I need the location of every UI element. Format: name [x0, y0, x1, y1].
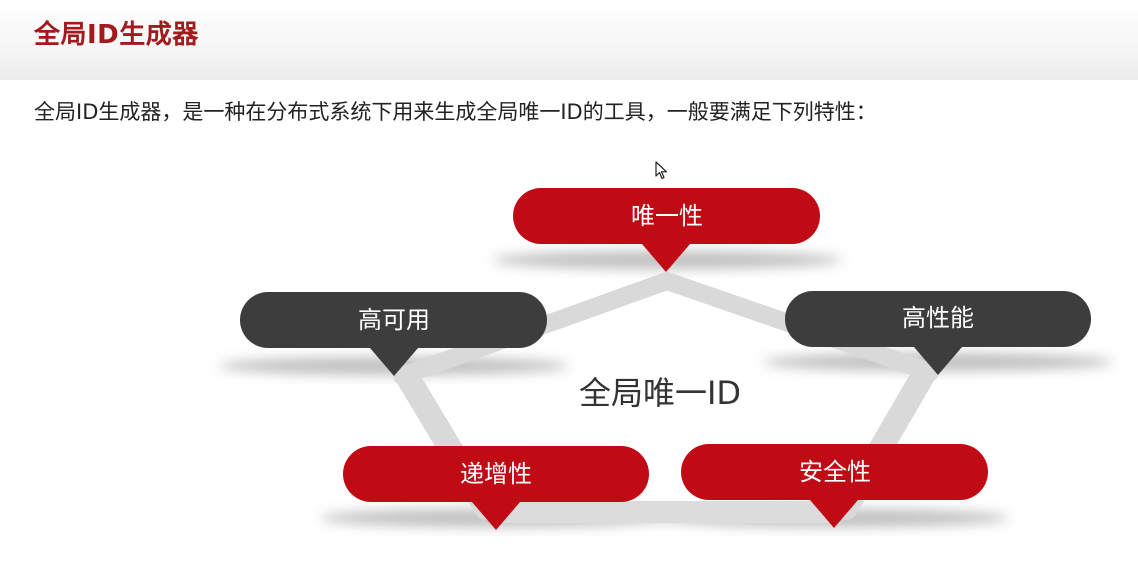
- node-performance: [785, 291, 1091, 375]
- node-security: [681, 444, 988, 528]
- mouse-pointer-icon: [655, 161, 668, 180]
- slide-title: 全局ID生成器: [34, 20, 199, 50]
- header-band: [0, 0, 1138, 80]
- node-security-label: 安全性: [799, 458, 871, 486]
- node-availability-label: 高可用: [358, 306, 430, 334]
- node-performance-label: 高性能: [902, 304, 974, 332]
- node-availability: [240, 292, 547, 376]
- node-uniqueness: [513, 188, 820, 272]
- node-uniqueness-label: 唯一性: [631, 202, 703, 230]
- node-incremental: [343, 446, 649, 530]
- center-label: 全局唯一ID: [578, 374, 742, 412]
- intro-text: 全局ID生成器，是一种在分布式系统下用来生成全局唯一ID的工具，一般要满足下列特…: [34, 100, 877, 124]
- node-incremental-label: 递增性: [460, 460, 532, 488]
